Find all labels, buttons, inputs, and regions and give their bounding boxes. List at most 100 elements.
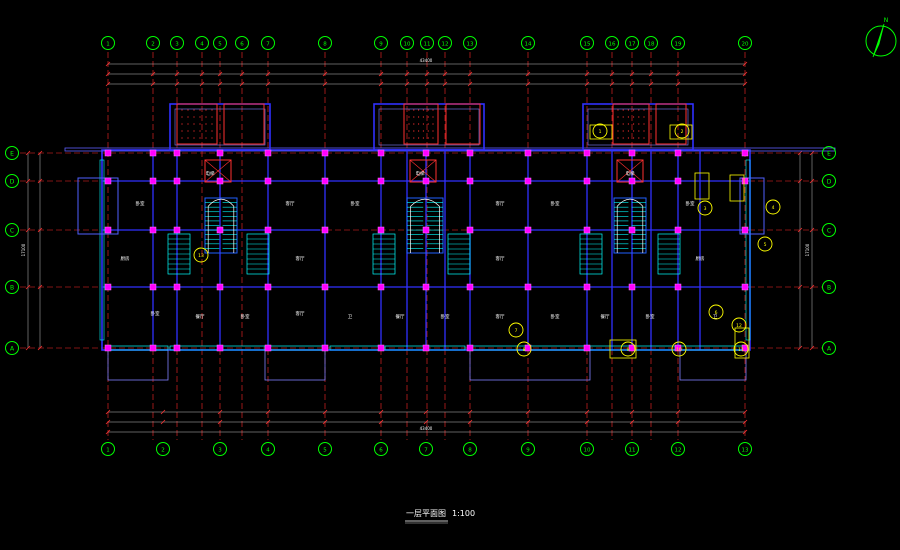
- stair-arrow: [410, 198, 440, 253]
- dim-tick: [265, 419, 271, 425]
- axis-bubble-top: [213, 36, 227, 50]
- dim-tick: [105, 429, 111, 435]
- elevator-dot: [638, 137, 640, 139]
- callout-bubble: [508, 322, 524, 338]
- dim-tick-v: [37, 227, 43, 233]
- column: [741, 226, 749, 234]
- column: [741, 177, 749, 185]
- elevator-dot: [427, 116, 429, 118]
- axis-bubble-left: [5, 146, 19, 160]
- elevator-box: [655, 103, 687, 145]
- room-label: 餐厅: [196, 313, 205, 320]
- callout-bubble: [731, 317, 747, 333]
- elevator-dot: [187, 109, 189, 111]
- axis-bubble-top: [400, 36, 414, 50]
- column: [674, 177, 682, 185]
- column: [377, 149, 385, 157]
- column: [583, 283, 591, 291]
- axis-bubble-left: [5, 280, 19, 294]
- column: [422, 177, 430, 185]
- axis-bubble-top-label: 19: [675, 42, 682, 48]
- axis-bubble-right: [822, 174, 836, 188]
- elevator-dot: [633, 137, 635, 139]
- axis-bubble-bottom: [318, 442, 332, 456]
- column: [628, 177, 636, 185]
- callout-frame: [694, 172, 710, 200]
- column: [264, 149, 272, 157]
- axis-bubble-bottom: [261, 442, 275, 456]
- dim-tick: [265, 81, 271, 87]
- dim-tick: [467, 409, 473, 415]
- room-label: 卧室: [686, 200, 695, 207]
- axis-bubble-left: [5, 341, 19, 355]
- column: [377, 177, 385, 185]
- column: [524, 226, 532, 234]
- callout-label: 7: [515, 328, 518, 334]
- dim-tick: [150, 81, 156, 87]
- elevator-dot: [418, 116, 420, 118]
- axis-bubble-bottom-label: 6: [379, 448, 383, 454]
- axis-bubble-right: [822, 341, 836, 355]
- dim-tick: [322, 419, 328, 425]
- elevator-dot: [193, 116, 195, 118]
- dim-tick: [105, 409, 111, 415]
- elevator-dot: [205, 130, 207, 132]
- secondary-stair: [246, 233, 270, 275]
- dim-tick-v: [809, 150, 815, 156]
- dim-tick: [424, 81, 430, 87]
- elevator-dot: [432, 116, 434, 118]
- callout-bubble: [757, 236, 773, 252]
- dim-tick: [423, 409, 429, 415]
- callout-label: 10: [676, 347, 682, 353]
- room-label: 电梯: [626, 170, 635, 177]
- axis-bubble-right-label: D: [827, 179, 832, 186]
- elevator-box: [176, 103, 218, 145]
- room-label: 卫: [348, 314, 353, 320]
- axis-bubble-right: [822, 146, 836, 160]
- dim-tick: [217, 71, 223, 77]
- axis-bubble-top: [170, 36, 184, 50]
- building-walls: [64, 103, 836, 381]
- column: [321, 149, 329, 157]
- axis-bubble-top: [671, 36, 685, 50]
- elevator-dot: [187, 116, 189, 118]
- secondary-stair: [579, 233, 603, 275]
- axis-bubble-top-label: 18: [648, 42, 655, 48]
- axis-bubble-bottom-label: 7: [424, 448, 428, 454]
- axis-bubble-left: [5, 223, 19, 237]
- axis-bubble-left-label: C: [10, 228, 14, 235]
- column: [321, 177, 329, 185]
- axis-bubble-bottom-label: 13: [742, 448, 749, 454]
- room-label: 卧室: [551, 313, 560, 320]
- dim-tick-v: [809, 345, 815, 351]
- room-label: 客厅: [296, 310, 305, 317]
- room-label: 客厅: [496, 313, 505, 320]
- elevator-dot: [617, 109, 619, 111]
- elevator-dot: [181, 130, 183, 132]
- column: [173, 149, 181, 157]
- elevator-dot: [408, 109, 410, 111]
- elevator-dot: [418, 137, 420, 139]
- column: [173, 177, 181, 185]
- axis-bubble-bottom: [738, 442, 752, 456]
- callout-label: 5: [764, 242, 767, 248]
- elevator-dot: [422, 137, 424, 139]
- north-circle: [865, 25, 897, 57]
- column: [264, 283, 272, 291]
- column: [173, 226, 181, 234]
- room-label: 客厅: [296, 255, 305, 262]
- column: [422, 226, 430, 234]
- room-label: 卫: [713, 314, 718, 320]
- column: [216, 149, 224, 157]
- callout-bubble: [592, 123, 608, 139]
- column: [216, 344, 224, 352]
- axis-bubble-top: [374, 36, 388, 50]
- elevator-dot: [617, 116, 619, 118]
- dim-tick: [629, 409, 635, 415]
- callout-bubble: [674, 123, 690, 139]
- column: [216, 283, 224, 291]
- axis-bubble-top-label: 14: [525, 42, 532, 48]
- stair-arrow: [207, 198, 235, 253]
- elevator-dot: [205, 137, 207, 139]
- column: [264, 177, 272, 185]
